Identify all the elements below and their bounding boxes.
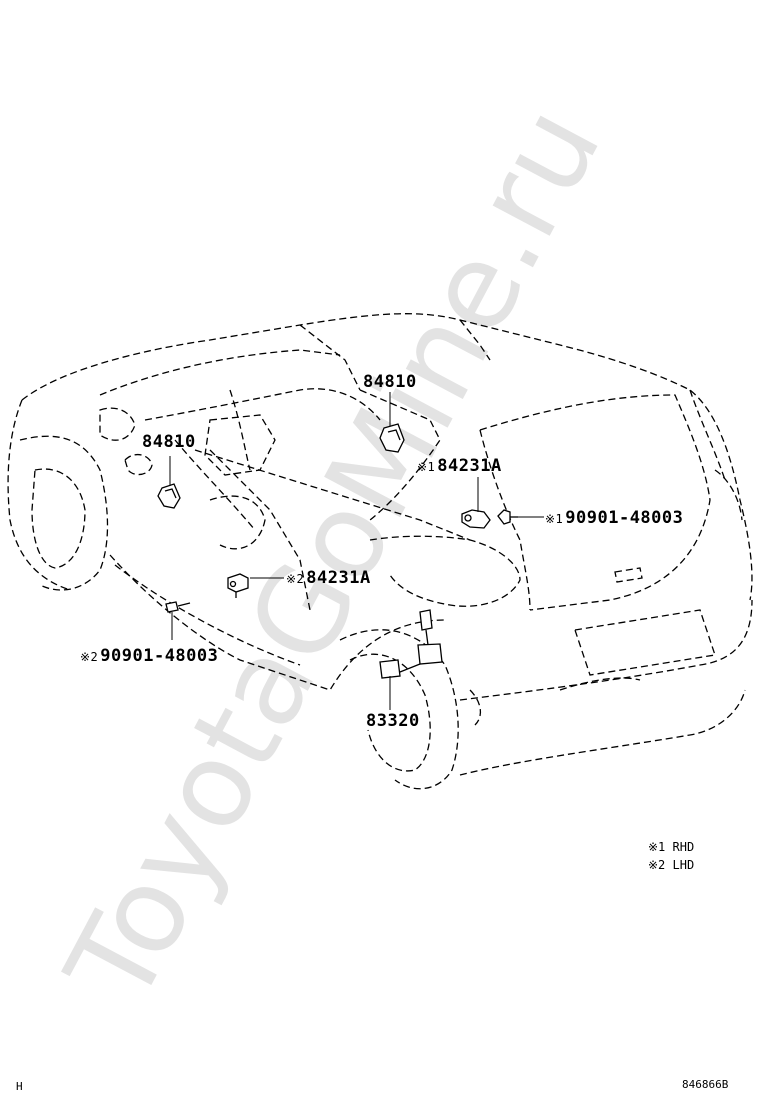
part-90901-left-shape	[165, 601, 191, 613]
part-84231A-left-shape	[227, 573, 249, 598]
legend-row-rhd: ※1 RHD	[648, 840, 695, 854]
part-83320-shape	[379, 609, 443, 679]
drawing-number: 846866B	[682, 1078, 729, 1091]
label-84810-upper: 84810	[363, 372, 417, 392]
label-84810-left: 84810	[142, 432, 196, 452]
part-90901-right-shape	[497, 509, 518, 525]
legend-row-lhd: ※2 LHD	[648, 858, 695, 872]
part-84810-left-shape	[157, 483, 181, 509]
car-body-outline	[7, 313, 753, 790]
legend: ※1 RHD ※2 LHD	[648, 838, 694, 874]
leader-lines	[169, 392, 544, 710]
label-83320: 83320	[366, 711, 420, 731]
part-84231A-right-shape	[461, 509, 491, 529]
corner-mark-left: H	[16, 1080, 23, 1093]
part-84810-upper-shape	[379, 423, 405, 453]
